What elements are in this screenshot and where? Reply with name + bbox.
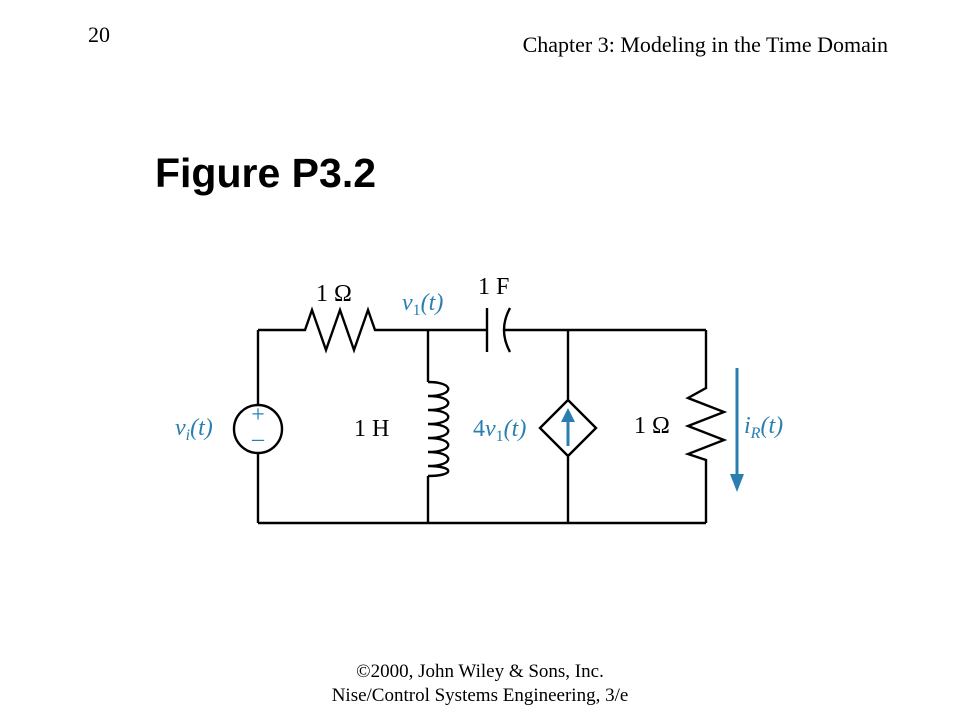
current-arrow xyxy=(730,368,744,492)
label-capacitor: 1 F xyxy=(478,274,509,300)
circuit-wires xyxy=(256,328,708,525)
chapter-title: Chapter 3: Modeling in the Time Domain xyxy=(522,32,888,57)
footer-copyright: ©2000, John Wiley & Sons, Inc. xyxy=(356,661,604,682)
label-inductor: 1 H xyxy=(354,416,389,442)
arrow-down-icon xyxy=(730,474,744,492)
resistor-top xyxy=(298,306,380,354)
label-dependent-source: 4v1(t) xyxy=(473,416,526,445)
figure-title: Figure P3.2 xyxy=(155,150,377,196)
voltage-source: + – xyxy=(232,402,284,455)
label-source-voltage: vi(t) xyxy=(175,415,213,444)
label-resistor-current: iR(t) xyxy=(744,413,783,442)
page-number: 20 xyxy=(88,22,110,47)
footer: ©2000, John Wiley & Sons, Inc. Nise/Cont… xyxy=(0,660,960,708)
label-resistor-right: 1 Ω xyxy=(634,413,670,439)
label-resistor-top: 1 Ω xyxy=(316,281,352,307)
arrow-up-icon xyxy=(561,408,575,422)
footer-book-title: Nise/Control Systems Engineering, 3/e xyxy=(331,685,629,706)
resistor-right xyxy=(684,382,728,464)
label-node-voltage: v1(t) xyxy=(402,290,443,319)
source-plus-sign: + xyxy=(251,402,265,428)
inductor xyxy=(427,380,450,478)
dependent-current-source xyxy=(538,398,598,458)
source-minus-sign: – xyxy=(251,426,265,452)
capacitor xyxy=(485,307,512,353)
